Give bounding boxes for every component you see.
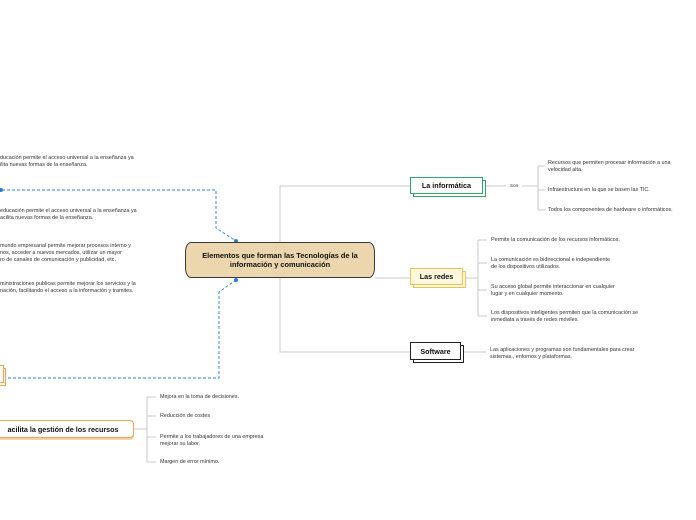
redes-item-4: Los dispositivos inteligentes permiten q… xyxy=(491,310,639,323)
left-text-3: mundo empresarial permite mejorar proces… xyxy=(0,243,131,263)
gestion-label: acilita la gestión de los recursos xyxy=(7,424,119,434)
relation-line-top xyxy=(2,189,237,242)
informatica-item-2: Infraestructura en la que se basen las T… xyxy=(548,187,650,193)
redes-bracket-line xyxy=(466,239,487,317)
informatica-label: La informática xyxy=(421,181,472,190)
central-topic-node[interactable]: Elementos que forman las Tecnologías de … xyxy=(185,242,375,278)
central-topic-title: Elementos que forman las Tecnologías de … xyxy=(202,251,358,269)
gestion-item-3: Permite a los trabajadores de una empres… xyxy=(160,434,264,447)
left-text-2: educación permite el acceso universal a … xyxy=(0,208,137,221)
gestion-node[interactable]: acilita la gestión de los recursos xyxy=(0,420,134,438)
informatica-node[interactable]: La informática xyxy=(410,177,483,194)
redes-item-1: Permite la comunicación de los recursos … xyxy=(491,237,620,243)
relation-endpoint-dot[interactable] xyxy=(234,239,238,243)
relation-line-bottom xyxy=(8,279,237,379)
redes-node[interactable]: Las redes xyxy=(410,268,463,285)
informatica-item-1: Recursos que permiten procesar informaci… xyxy=(548,160,671,173)
branch-line-software xyxy=(279,278,410,353)
left-stub-node[interactable] xyxy=(0,365,4,383)
left-text-4: ministraciones publicas permite mejorar … xyxy=(0,281,136,294)
son-bracket-line xyxy=(522,165,545,211)
relation-endpoint-dot[interactable] xyxy=(0,188,3,192)
left-text-1: ducación permite el acceso universal a l… xyxy=(0,155,134,168)
redes-label: Las redes xyxy=(419,272,454,281)
redes-item-3: Su acceso global permite interaccionar e… xyxy=(491,284,615,297)
gestion-item-4: Margen de error mínimo. xyxy=(160,459,220,465)
gestion-item-1: Mejora en la toma de decisiones. xyxy=(160,394,240,400)
redes-item-2: La comunicación es bidireccional e indep… xyxy=(491,257,610,270)
software-label: Software xyxy=(420,346,451,356)
relation-endpoint-dot[interactable] xyxy=(234,278,238,282)
gestion-bracket-line xyxy=(134,396,156,463)
branch-line-informatica xyxy=(279,185,410,242)
informatica-item-3: Todos los componentes de hardware o info… xyxy=(548,207,673,213)
software-node[interactable]: Software xyxy=(410,342,461,360)
software-item-1: Las aplicaciones y programas son fundame… xyxy=(490,347,635,360)
gestion-item-2: Reducción de costes xyxy=(160,413,211,419)
informatica-connector-label: Son xyxy=(510,183,519,188)
